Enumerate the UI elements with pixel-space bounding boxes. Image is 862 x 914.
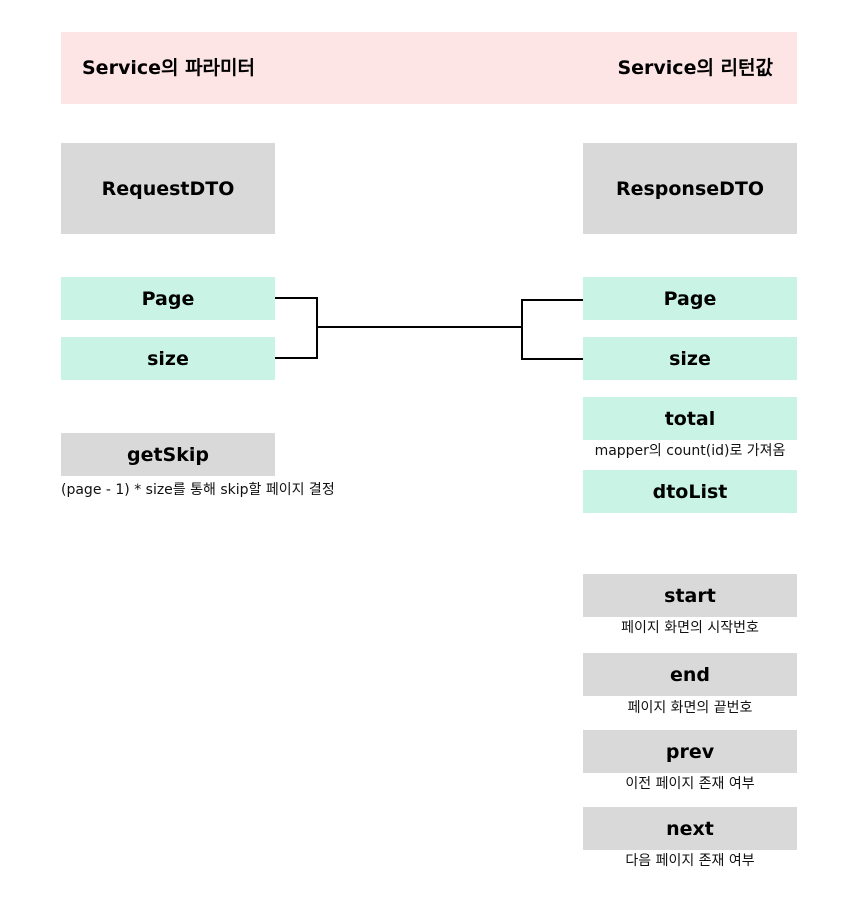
response-end-box: end xyxy=(583,653,797,696)
response-size-field: size xyxy=(583,337,797,380)
right-bracket-line xyxy=(521,299,583,360)
response-page-field: Page xyxy=(583,277,797,320)
response-next-box: next xyxy=(583,807,797,850)
get-skip-box: getSkip xyxy=(61,433,275,476)
return-values-heading: Service의 리턴값 xyxy=(617,57,773,79)
response-start-box: start xyxy=(583,574,797,617)
request-dto-box: RequestDTO xyxy=(61,143,275,234)
response-prev-box: prev xyxy=(583,730,797,773)
start-note: 페이지 화면의 시작번호 xyxy=(621,620,759,636)
left-bracket-line xyxy=(275,297,318,359)
parameters-heading: Service의 파라미터 xyxy=(82,57,256,79)
response-total-field: total xyxy=(583,397,797,440)
total-note: mapper의 count(id)로 가져옴 xyxy=(594,443,786,459)
prev-note: 이전 페이지 존재 여부 xyxy=(625,776,755,792)
request-size-field: size xyxy=(61,337,275,380)
response-dto-box: ResponseDTO xyxy=(583,143,797,234)
end-note: 페이지 화면의 끝번호 xyxy=(627,700,753,716)
header-banner: Service의 파라미터 Service의 리턴값 xyxy=(61,32,797,104)
get-skip-note: (page - 1) * size를 통해 skip할 페이지 결정 xyxy=(61,482,335,498)
request-page-field: Page xyxy=(61,277,275,320)
next-note: 다음 페이지 존재 여부 xyxy=(625,853,755,869)
response-dtolist-field: dtoList xyxy=(583,470,797,513)
